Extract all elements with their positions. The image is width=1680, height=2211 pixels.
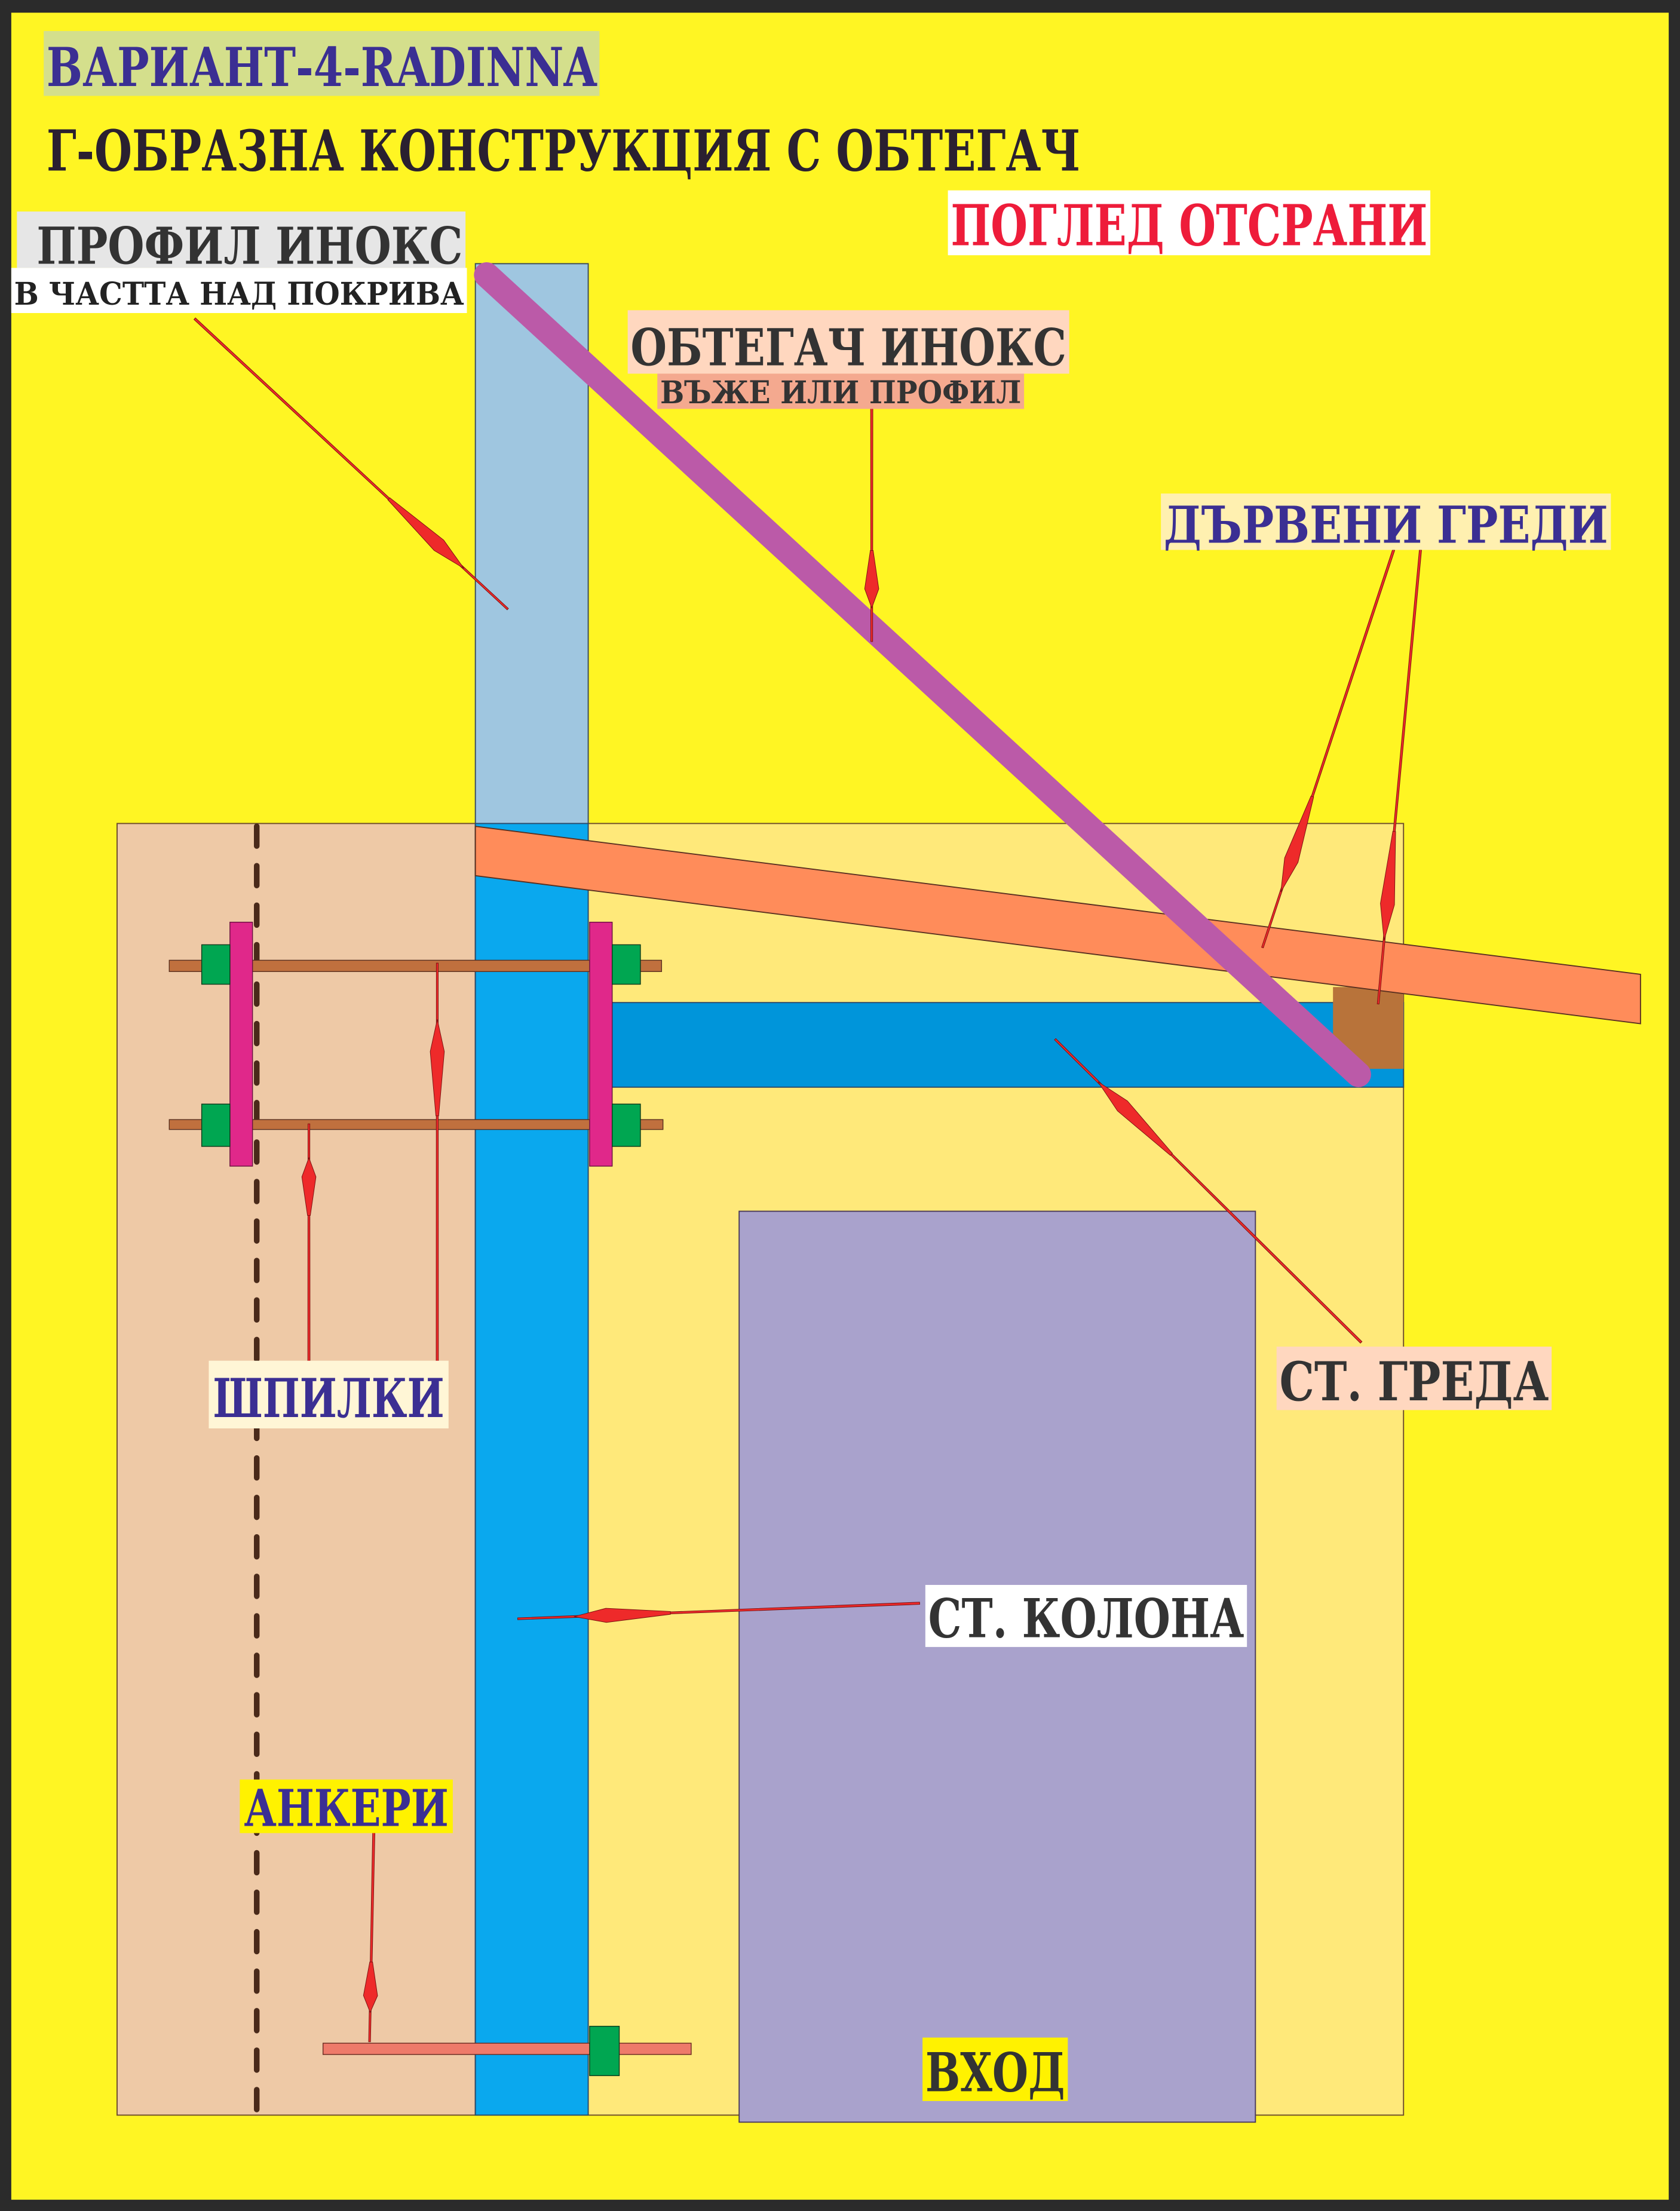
- arrow-head: [363, 1961, 378, 2013]
- arrow-stud-upper: [430, 962, 445, 1366]
- profile-label-bg: [17, 211, 466, 268]
- anchors-label: АНКЕРИ: [244, 1779, 448, 1839]
- steel-column: [474, 823, 589, 2116]
- arrow-steel-column: [517, 1602, 920, 1623]
- arrow-wood-block: [1377, 549, 1422, 1005]
- wood-beams-label-bg: [1161, 493, 1611, 550]
- arrow-head: [1380, 831, 1396, 941]
- steel-beam: [606, 1002, 1405, 1088]
- studs-label-bg: [209, 1360, 449, 1429]
- inox-brace: [474, 262, 1371, 1087]
- arrow-head: [301, 1157, 317, 1216]
- steel-beam-label-bg: [1276, 1347, 1552, 1410]
- profile-sub-label: В ЧАСТТА НАД ПОКРИВА: [14, 276, 464, 312]
- brace-sub-label: ВЪЖЕ ИЛИ ПРОФИЛ: [660, 375, 1021, 411]
- entrance-door: [738, 1210, 1256, 2123]
- stud-rod: [168, 1119, 664, 1130]
- steel-column-label: СТ. КОЛОНА: [928, 1587, 1244, 1650]
- brace-label: ОБТЕГАЧ ИНОКС: [630, 318, 1066, 378]
- nut: [611, 944, 641, 985]
- arrow-head: [1097, 1081, 1173, 1156]
- profile-sub-bg: [11, 268, 467, 313]
- arrows: [193, 317, 1422, 2043]
- steel-beam-label: СТ. ГРЕДА: [1279, 1351, 1549, 1413]
- nut: [201, 944, 231, 985]
- anchors-label-bg: [240, 1779, 453, 1833]
- arrow-head: [864, 550, 879, 609]
- entrance-label: ВХОД: [925, 2041, 1065, 2104]
- variant-label: ВАРИАНТ-4-RADINNA: [47, 36, 597, 99]
- brace-sub-bg: [657, 373, 1025, 409]
- plate-right: [589, 921, 613, 1167]
- arrow-head: [430, 1019, 445, 1117]
- stud-rod: [168, 959, 663, 972]
- arrow-profile: [193, 317, 509, 611]
- entrance-label-bg: [922, 2037, 1068, 2101]
- anchor-nut: [589, 2026, 620, 2077]
- arrow-head: [387, 497, 464, 569]
- arrow-head: [574, 1608, 671, 1623]
- variant-label-bg: [44, 30, 600, 96]
- studs-label: ШПИЛКИ: [213, 1367, 444, 1430]
- arrow-wood-rafter: [1261, 549, 1396, 949]
- nut: [201, 1103, 231, 1147]
- arrow-brace: [864, 401, 879, 642]
- anchor-rod: [322, 2043, 692, 2055]
- wood-beams-label: ДЪРВЕНИ ГРЕДИ: [1164, 496, 1608, 556]
- wall: [117, 823, 476, 2116]
- nut: [611, 1103, 641, 1147]
- arrow-head: [1280, 795, 1314, 893]
- diagram-title: Г-ОБРАЗНА КОНСТРУКЦИЯ С ОБТЕГАЧ: [47, 118, 1081, 185]
- view-label-bg: [948, 190, 1431, 256]
- steel-column-label-bg: [925, 1585, 1247, 1647]
- brace-label-bg: [627, 310, 1069, 374]
- arrow-steel-beam: [1054, 1038, 1363, 1344]
- profile-label: ПРОФИЛ ИНОКС: [36, 216, 462, 276]
- wood-rafter: [474, 826, 1641, 1025]
- plate-left: [229, 921, 253, 1167]
- view-label: ПОГЛЕД ОТСРАНИ: [951, 193, 1427, 259]
